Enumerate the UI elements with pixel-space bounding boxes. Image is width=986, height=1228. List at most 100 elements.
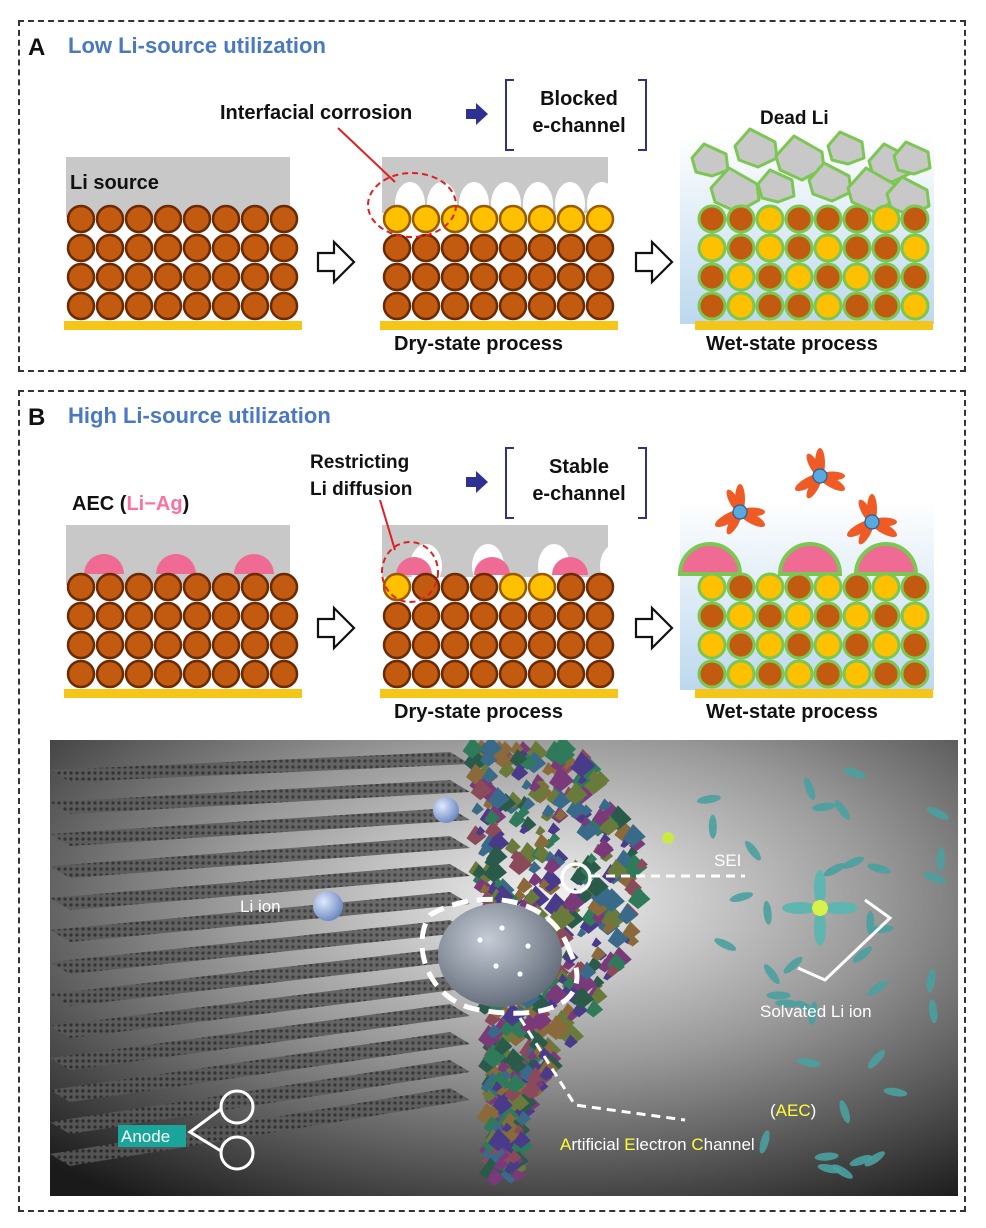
particle [900,262,930,292]
particle [211,630,241,660]
particle [124,601,154,631]
anode-pointer [187,1107,222,1153]
aec-open-paren: ( [770,1101,776,1120]
alloy-dome-sei [777,542,843,576]
sei-grain [516,877,533,894]
particle [153,262,183,292]
sei-grain [542,761,556,776]
li-ion-sphere [313,891,343,921]
sei-grain [537,1080,549,1092]
solvent-molecule [923,872,946,884]
particle [556,204,586,234]
sei-grain [548,832,561,844]
particle [382,291,412,321]
particle [784,291,814,321]
particle [440,233,470,263]
particle [66,204,96,234]
particle [726,233,756,263]
particle [813,630,843,660]
aec-label-suffix: ) [182,493,190,515]
particle [469,204,499,234]
particle [842,262,872,292]
graphene-sheet [50,1032,470,1102]
particle [842,204,872,234]
dead-li-fragment [756,168,796,204]
alloy-dome [234,554,274,574]
particle [240,291,270,321]
sei-grain [484,1010,501,1027]
sei-grain [480,740,503,759]
solvation-shell-petal [782,902,818,914]
particle [527,630,557,660]
alloy-dome [552,557,588,575]
particle [182,233,212,263]
panel-a-dry-label: Dry-state process [394,333,563,355]
particle [842,233,872,263]
sei-grain [470,778,493,801]
solvated-li-ion [812,468,828,484]
solvation-shell-petal [814,870,826,906]
aec-name-hannel: hannel [704,1135,755,1154]
sei-grain [527,780,550,803]
particle [697,601,727,631]
particle [182,659,212,689]
particle [124,291,154,321]
channel-arrow [466,103,488,125]
aec-name-rtificial: rtificial [571,1135,624,1154]
solvent-molecule [763,964,780,985]
sei-layer [462,740,651,1186]
sei-grain [528,1032,549,1053]
sei-grain [463,747,488,773]
stable-channel-line2: e-channel [532,483,626,505]
particle [784,204,814,234]
sei-grain [508,810,526,828]
solvent-molecule [823,863,846,877]
sei-grain [566,1010,578,1022]
schematics [64,79,934,698]
aec-highlight-dot [493,963,499,969]
particle [411,262,441,292]
sei-grain [577,774,588,785]
sei-grain [557,973,568,984]
sei-grain [538,878,550,890]
particle [240,204,270,234]
particle [66,262,96,292]
particle [755,262,785,292]
particle [211,659,241,689]
sei-grain [510,1165,527,1182]
sei-grain [516,1110,532,1126]
dead-li-label: Dead Li [760,108,829,129]
particle [697,572,727,602]
sei-grain [628,886,651,910]
solvation-shell-petal [822,902,858,914]
aec-pointer-line [518,1017,686,1122]
sei-grain [529,779,541,792]
sei-grain [570,868,588,886]
particle [124,630,154,660]
graphene-sheets [50,752,470,1166]
graphene-sheet [50,780,470,814]
sei-grain [586,874,609,897]
particle [813,233,843,263]
solvated-li-ion-label: Solvated Li ion [760,1002,872,1021]
particle [755,291,785,321]
sei-grain [602,921,615,934]
dead-li-fragment [826,130,866,166]
li-ion-label: Li ion [240,897,281,916]
particle [842,291,872,321]
graphene-sheet [50,808,470,846]
particle [871,630,901,660]
sei-grain [533,844,549,860]
alloy-dome [84,554,124,574]
particle [153,630,183,660]
sei-grain [486,1167,505,1186]
solvated-li-ion [732,504,748,520]
particle [527,291,557,321]
sei-grain [548,1021,567,1040]
particle [585,204,615,234]
particle [755,572,785,602]
sei-grain [478,845,490,857]
graphene-sheet [50,920,470,974]
particle [498,233,528,263]
sei-grain [576,927,587,938]
